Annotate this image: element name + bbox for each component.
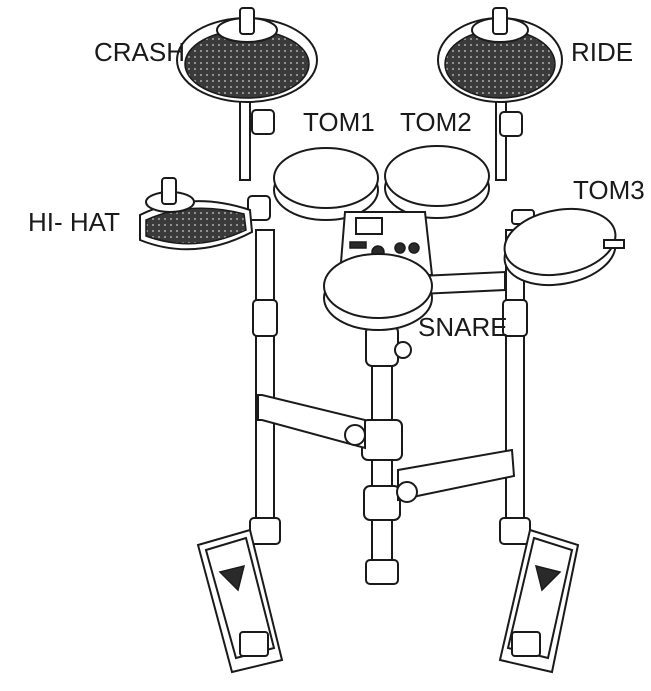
- hihat-wingnut: [161, 177, 177, 205]
- label-tom2: TOM2: [400, 107, 472, 137]
- right-pole-foot: [499, 517, 531, 545]
- kick-pedal: [498, 528, 580, 674]
- left-crossbar: [257, 394, 366, 450]
- ride-wingnut: [492, 7, 508, 35]
- left-pole-clamp: [252, 299, 278, 337]
- module-knob-3: [408, 242, 420, 254]
- left-pedal-footboard: [204, 536, 276, 660]
- tom1-head: [273, 147, 379, 209]
- tom1-pad: [273, 147, 379, 221]
- module-knob-2: [394, 242, 406, 254]
- snare-pad: [323, 253, 433, 331]
- right-pole-clamp: [502, 299, 528, 337]
- left-pedal-logo: [218, 564, 246, 592]
- module-button-row: [349, 241, 367, 249]
- top-knob: [394, 341, 412, 359]
- right-pedal-footboard: [506, 536, 574, 660]
- crash-clamp: [251, 109, 275, 135]
- center-pole-mid-clamp: [361, 419, 403, 461]
- rack-frame: [249, 229, 531, 585]
- hihat-cymbal: [139, 177, 271, 251]
- right-knob: [396, 481, 418, 503]
- center-pole-low-clamp: [363, 485, 401, 521]
- snare-head: [323, 253, 433, 319]
- label-snare: SNARE: [418, 312, 508, 342]
- tom3-head: [503, 208, 617, 276]
- label-hihat: HI- HAT: [28, 207, 120, 237]
- hihat-pedal: [196, 528, 284, 674]
- label-ride: RIDE: [571, 37, 633, 67]
- left-pole-foot: [249, 517, 281, 545]
- hihat-clamp: [247, 195, 271, 221]
- center-pole-foot: [365, 559, 399, 585]
- crash-wingnut: [239, 7, 255, 35]
- module-display: [355, 217, 383, 235]
- tom2-pad: [384, 145, 490, 219]
- tom3-jack: [603, 239, 625, 249]
- center-pole-top-clamp: [365, 325, 399, 367]
- ride-cymbal: [437, 7, 563, 181]
- right-pedal-logo: [534, 564, 562, 592]
- left-knob: [344, 424, 366, 446]
- tom3-pad: [503, 208, 625, 286]
- left-pedal-heel: [239, 631, 269, 657]
- label-tom3: TOM3: [573, 175, 645, 205]
- tom2-head: [384, 145, 490, 207]
- label-crash: CRASH: [94, 37, 185, 67]
- right-pedal-heel: [511, 631, 541, 657]
- label-tom1: TOM1: [303, 107, 375, 137]
- left-pole: [255, 229, 275, 531]
- ride-clamp: [499, 111, 523, 137]
- crash-cymbal: [176, 7, 318, 181]
